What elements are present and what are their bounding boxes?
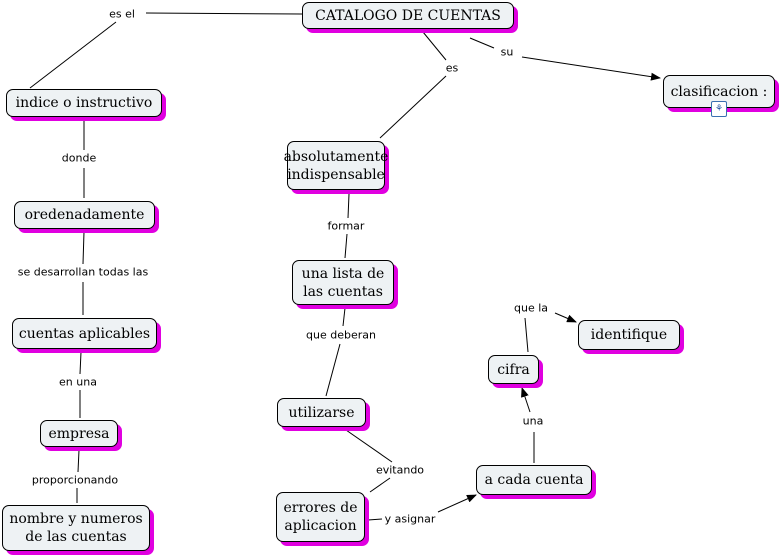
line bbox=[524, 317, 529, 353]
link-label[interactable]: es bbox=[444, 61, 460, 75]
node-nombre[interactable]: nombre y numeros de las cuentas bbox=[2, 505, 150, 551]
line bbox=[379, 75, 447, 139]
link-label[interactable]: que la bbox=[512, 301, 550, 315]
node-utilizarse[interactable]: utilizarse bbox=[277, 398, 366, 427]
link-label[interactable]: que deberan bbox=[305, 328, 377, 342]
node-identifique[interactable]: identifique bbox=[578, 320, 680, 350]
node-cifra[interactable]: cifra bbox=[488, 355, 539, 384]
link-label[interactable]: y asignar bbox=[383, 512, 437, 526]
line bbox=[369, 477, 391, 493]
node-cada-cuenta[interactable]: a cada cuenta bbox=[476, 465, 592, 495]
submap-icon[interactable]: ⚘ bbox=[711, 101, 727, 117]
line bbox=[367, 518, 383, 521]
node-indice[interactable]: indice o instructivo bbox=[6, 89, 162, 117]
link-label[interactable]: proporcionando bbox=[30, 473, 120, 487]
node-label: clasificacion : bbox=[670, 83, 768, 100]
link-label[interactable]: evitando bbox=[374, 463, 426, 477]
line bbox=[325, 343, 341, 397]
arrow bbox=[521, 56, 661, 81]
node-errores[interactable]: errores de aplicacion bbox=[276, 492, 365, 542]
link-label[interactable]: en una bbox=[58, 375, 98, 389]
line bbox=[82, 231, 85, 265]
line bbox=[29, 21, 117, 89]
line bbox=[347, 193, 350, 219]
arrow bbox=[437, 494, 477, 513]
node-cuentas-aplicables[interactable]: cuentas aplicables bbox=[12, 318, 157, 349]
node-empresa[interactable]: empresa bbox=[40, 420, 118, 447]
node-lista[interactable]: una lista de las cuentas bbox=[292, 260, 394, 305]
arrow bbox=[521, 387, 531, 413]
link-label[interactable]: se desarrollan todas las bbox=[16, 265, 150, 279]
line bbox=[145, 12, 303, 15]
line bbox=[79, 351, 82, 375]
node-catalogo[interactable]: CATALOGO DE CUENTAS bbox=[302, 2, 514, 29]
link-label[interactable]: su bbox=[499, 45, 515, 59]
link-label[interactable]: formar bbox=[326, 219, 366, 233]
line bbox=[345, 429, 393, 463]
line bbox=[469, 37, 495, 49]
arrow bbox=[554, 312, 577, 323]
line bbox=[342, 307, 346, 327]
node-oredenadamente[interactable]: oredenadamente bbox=[14, 201, 155, 229]
line bbox=[344, 233, 348, 259]
link-label[interactable]: es el bbox=[108, 7, 136, 21]
link-label[interactable]: donde bbox=[60, 151, 98, 165]
node-absolutamente[interactable]: absolutamente indispensable bbox=[284, 141, 388, 190]
line bbox=[422, 31, 447, 61]
node-clasificacion[interactable]: clasificacion : ⚘ bbox=[663, 75, 775, 117]
link-label[interactable]: una bbox=[521, 414, 545, 428]
line bbox=[77, 449, 80, 473]
